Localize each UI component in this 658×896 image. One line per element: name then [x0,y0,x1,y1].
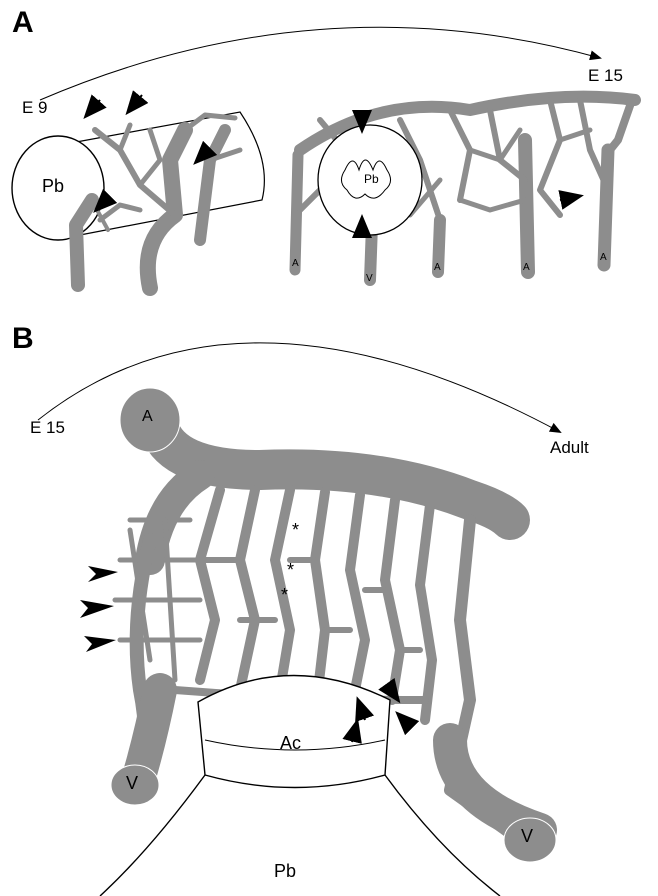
panel-b-pb-label: Pb [274,861,296,882]
panel-b-edge-pointers [80,566,118,652]
panel-b-vessel-mesh [111,490,556,862]
panel-b-artery-mark: A [142,408,153,426]
panel-b-asterisk-3: * [281,585,288,606]
panel-b-ac-label: Ac [280,733,301,754]
panel-b-asterisk-2: * [287,560,294,581]
panel-b-vein-mark-right: V [521,826,533,847]
panel-b-asterisk-1: * [292,520,299,541]
panel-b-vein-mark-left: V [126,773,138,794]
panel-b-timeline-arrow [38,343,560,432]
